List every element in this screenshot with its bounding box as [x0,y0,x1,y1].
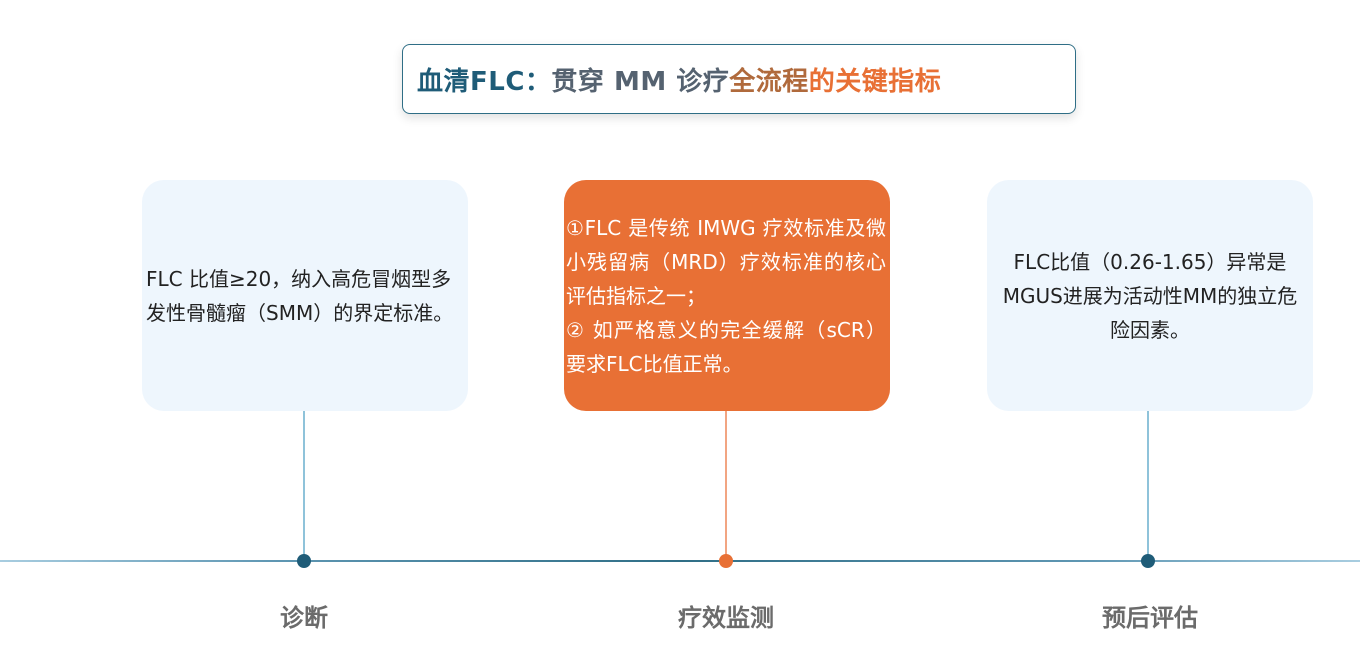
stem-monitoring [725,411,727,560]
card-prognosis: FLC比值（0.26-1.65）异常是MGUS进展为活动性MM的独立危险因素。 [987,180,1313,411]
stage-label-prognosis: 预后评估 [1102,604,1198,632]
timeline-dot-diagnosis [297,554,311,568]
timeline-axis [0,560,1360,562]
title-part-mm: 贯穿 MM 诊疗 [551,66,730,97]
stage-label-diagnosis: 诊断 [280,604,328,632]
timeline-dot-monitoring [719,554,733,568]
card-monitoring-text: ①FLC 是传统 IMWG 疗效标准及微小残留病（MRD）疗效标准的核心评估指标… [566,211,886,381]
card-monitoring-point-2: ② 如严格意义的完全缓解（sCR）要求FLC比值正常。 [566,317,886,376]
stem-diagnosis [303,411,305,560]
stem-prognosis [1147,411,1149,560]
stage-label-monitoring: 疗效监测 [678,604,774,632]
card-diagnosis: FLC 比值≥20，纳入高危冒烟型多发性骨髓瘤（SMM）的界定标准。 [142,180,468,411]
title-part-key: 的关键指标 [808,66,942,97]
card-monitoring: ①FLC 是传统 IMWG 疗效标准及微小残留病（MRD）疗效标准的核心评估指标… [564,180,890,411]
title-part-process: 全流程 [729,66,809,97]
title-banner: 血清FLC： 贯穿 MM 诊疗 全流程 的关键指标 [402,44,1076,114]
card-monitoring-point-1: ①FLC 是传统 IMWG 疗效标准及微小残留病（MRD）疗效标准的核心评估指标… [566,215,886,308]
card-diagnosis-text: FLC 比值≥20，纳入高危冒烟型多发性骨髓瘤（SMM）的界定标准。 [146,266,454,325]
card-prognosis-text: FLC比值（0.26-1.65）异常是MGUS进展为活动性MM的独立危险因素。 [1002,249,1298,342]
title-part-flc: 血清FLC： [417,66,552,97]
timeline-dot-prognosis [1141,554,1155,568]
